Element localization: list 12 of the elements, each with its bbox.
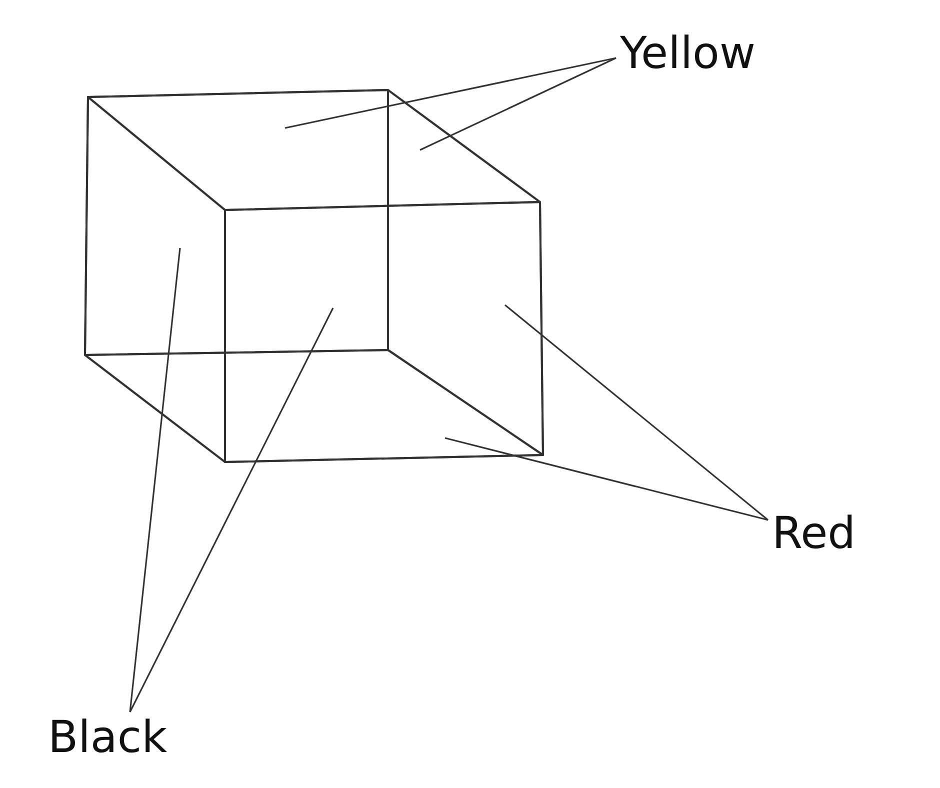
cube-face — [387, 89, 544, 456]
leader-line — [284, 57, 616, 129]
leader-line — [129, 308, 334, 712]
color-label: Yellow — [620, 30, 756, 78]
leader-line — [420, 57, 616, 151]
color-label: Red — [772, 510, 856, 558]
leader-line — [129, 248, 181, 712]
color-label: Black — [48, 714, 168, 762]
leader-line — [504, 304, 768, 521]
cube-face — [84, 349, 544, 463]
cube-face — [84, 89, 389, 356]
leader-line — [444, 437, 768, 521]
